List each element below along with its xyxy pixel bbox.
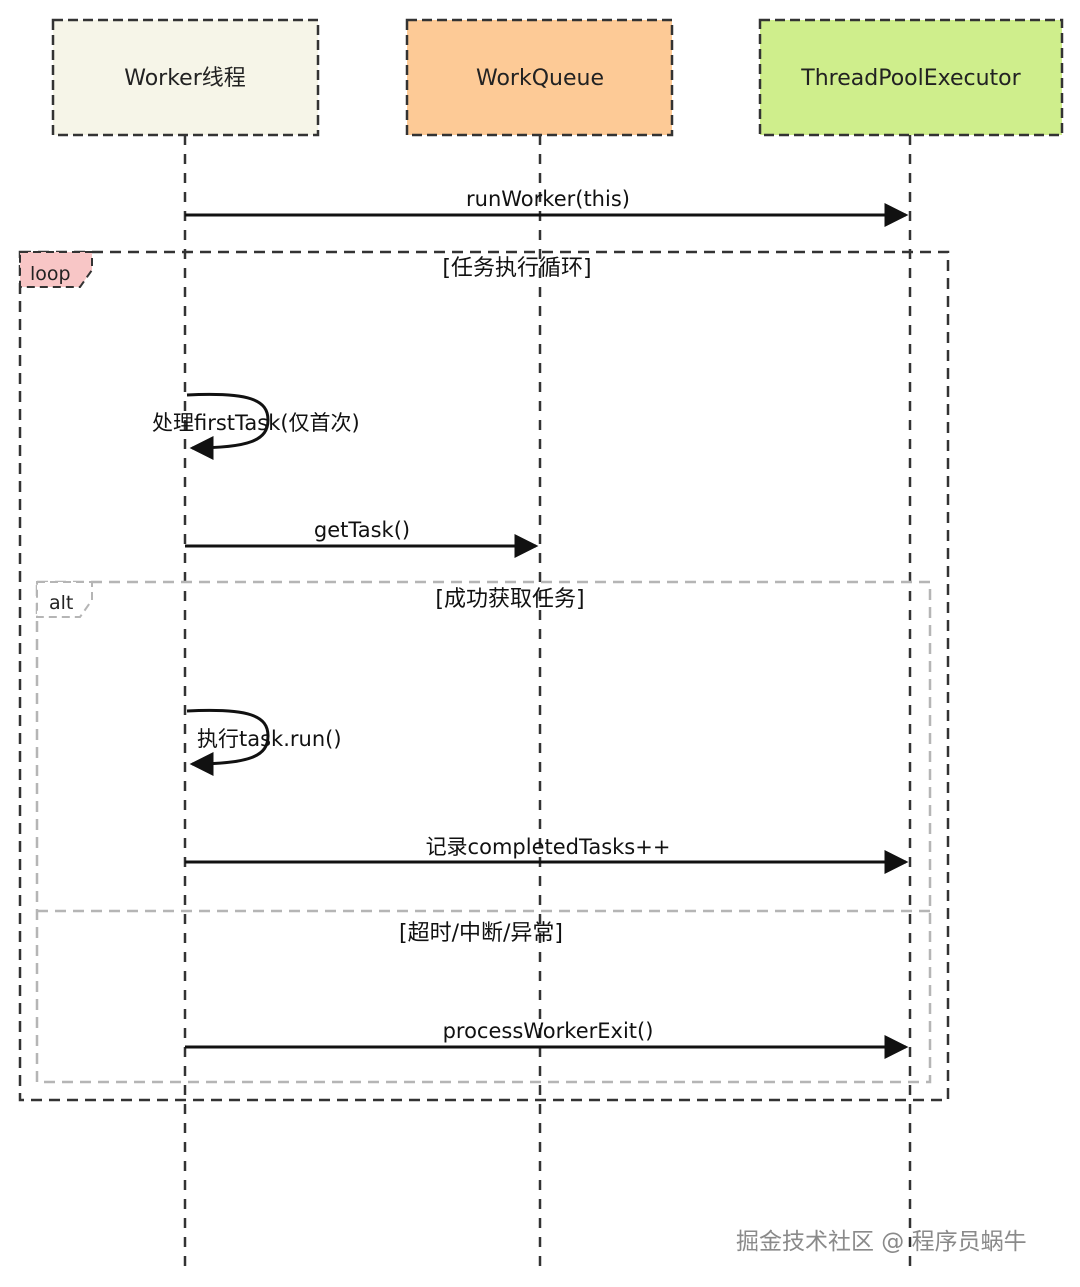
- message-exit-label: processWorkerExit(): [443, 1019, 654, 1043]
- message-task-run-arrow: [186, 708, 270, 776]
- participant-workqueue-label: WorkQueue: [476, 66, 604, 91]
- alt-frame-tag: alt: [49, 592, 73, 614]
- participant-worker-label: Worker线程: [124, 66, 246, 91]
- alt-frame-tag-box: [36, 581, 93, 618]
- alt-frame: alt [成功获取任务] [超时/中断/异常]: [35, 580, 932, 1084]
- alt-frame-guard-failure: [超时/中断/异常]: [399, 921, 563, 946]
- loop-frame-tag-box: [19, 251, 93, 288]
- loop-frame-tag: loop: [30, 263, 71, 285]
- participant-worker-box: [51, 18, 320, 137]
- participant-threadpoolexecutor: ThreadPoolExecutor: [758, 18, 1064, 137]
- alt-frame-guard-success: [成功获取任务]: [435, 587, 584, 612]
- participant-threadpoolexecutor-box: [758, 18, 1064, 137]
- loop-frame-guard: [任务执行循环]: [442, 256, 591, 281]
- message-completed-label: 记录completedTasks++: [426, 835, 671, 859]
- message-run-worker-label: runWorker(this): [466, 187, 630, 211]
- participant-worker: Worker线程: [51, 18, 320, 137]
- watermark: 掘金技术社区 @ 程序员蜗牛: [736, 1229, 1027, 1255]
- loop-frame: loop [任务执行循环]: [18, 250, 950, 1102]
- participant-workqueue: WorkQueue: [405, 18, 674, 137]
- message-task-run-label: 执行task.run(): [197, 727, 342, 751]
- participant-threadpoolexecutor-label: ThreadPoolExecutor: [800, 66, 1021, 91]
- loop-frame-border: [18, 250, 950, 1102]
- message-first-task-arrow: [186, 392, 270, 460]
- message-get-task-label: getTask(): [314, 518, 410, 542]
- participant-workqueue-box: [405, 18, 674, 137]
- alt-frame-border: [35, 580, 932, 1084]
- message-first-task-label: 处理firstTask(仅首次): [152, 411, 360, 435]
